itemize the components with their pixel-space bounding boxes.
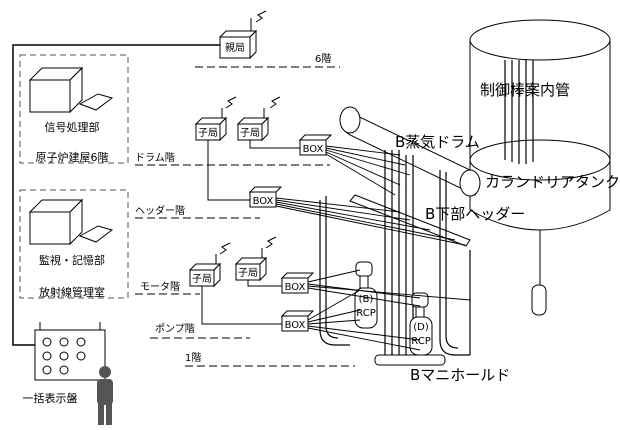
substation-drum-1 — [194, 96, 237, 142]
control-rod-pipe-label: 制御棒案内管 — [480, 81, 570, 99]
box-header — [248, 186, 283, 208]
rcp-d-id: (D) — [413, 322, 429, 333]
parent-station-label: 親局 — [225, 41, 245, 54]
radiation-room-label: 放射線管理室 — [39, 285, 105, 299]
box-drum-label: BOX — [303, 144, 324, 155]
control-rod-pipes — [504, 60, 534, 164]
trunk-cable — [12, 44, 220, 346]
antenna-signal-icon — [255, 10, 267, 23]
drum-floor-label: ドラム階 — [135, 152, 175, 164]
substation-motor-1-label: 子局 — [192, 273, 212, 285]
rcp-d-pump — [409, 292, 433, 356]
substation-motor-1 — [188, 242, 231, 288]
header-floor-label: ヘッダー階 — [135, 204, 185, 217]
box-pump — [280, 310, 315, 332]
manifold-label: Bマニホールド — [410, 366, 510, 384]
reactor-building-enclosure — [19, 54, 129, 164]
calandria-tank-label: カランドリアタンク — [485, 173, 620, 191]
pump-floor-label: ポンプ階 — [155, 323, 195, 335]
substation-drum-2 — [236, 96, 281, 142]
monitor-memory-label: 監視・記憶部 — [39, 253, 105, 267]
calandria-tank — [469, 19, 611, 316]
floor-6-label: 6階 — [315, 53, 331, 65]
radiation-room-enclosure — [19, 189, 129, 299]
lower-header-label: B下部ヘッダー — [425, 205, 525, 223]
box-motor — [280, 272, 315, 294]
steam-drum — [339, 106, 481, 197]
substation-cables — [201, 140, 300, 325]
rcp-d-label: RCP — [411, 336, 430, 347]
central-display-panel — [34, 322, 106, 381]
sensor-cables — [275, 145, 471, 351]
box-drum — [298, 134, 333, 156]
substation-motor-2 — [234, 236, 277, 282]
substation-motor-2-label: 子局 — [238, 267, 258, 279]
monitor-memory-unit — [28, 198, 114, 246]
rcp-b-label: RCP — [356, 308, 375, 319]
display-panel-label: 一括表示盤 — [23, 391, 78, 405]
substation-drum-1-label: 子局 — [198, 127, 218, 139]
box-pump-label: BOX — [285, 320, 306, 331]
rcp-b-id: (B) — [359, 294, 374, 305]
signal-processing-unit — [28, 66, 114, 114]
steam-drum-label: B蒸気ドラム — [395, 133, 480, 151]
parent-station-unit: 親局 — [218, 10, 267, 60]
box-motor-label: BOX — [285, 282, 306, 293]
motor-floor-label: モータ階 — [140, 281, 180, 293]
operator-figure — [97, 366, 113, 425]
floor-1-label: 1階 — [185, 352, 201, 364]
manifold — [374, 354, 446, 366]
reactor-building-label: 原子炉建屋6階 — [36, 150, 109, 164]
floor-lines — [135, 164, 355, 367]
substation-drum-2-label: 子局 — [240, 127, 260, 139]
box-header-label: BOX — [253, 196, 274, 207]
signal-processing-label: 信号処理部 — [45, 120, 100, 134]
